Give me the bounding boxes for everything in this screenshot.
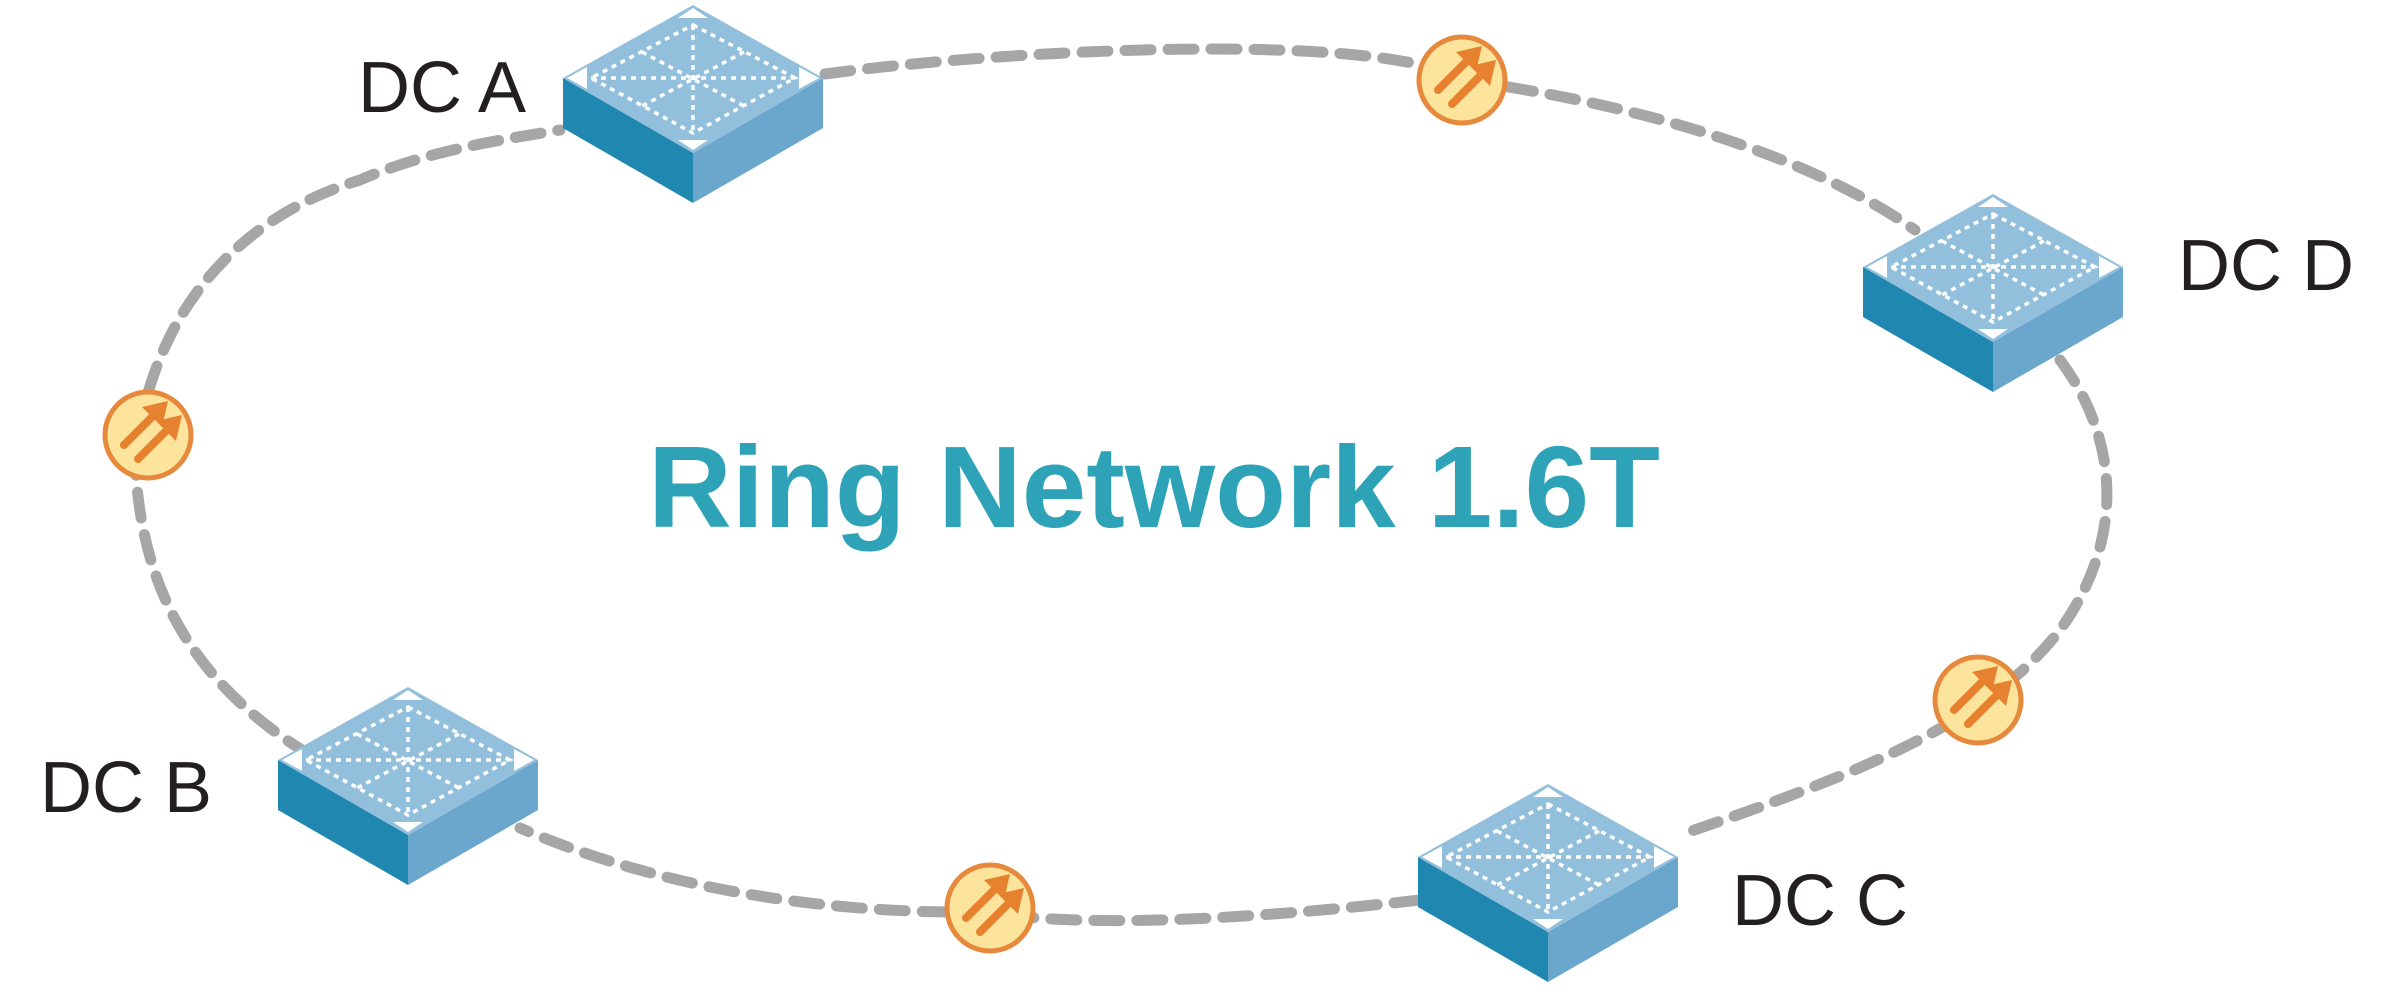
link-dc-a-dc-d: [819, 43, 1921, 236]
node-label-dc-c: DC C: [1732, 861, 1908, 941]
node-label-dc-a: DC A: [358, 48, 526, 128]
node-label-dc-d: DC D: [2178, 226, 2354, 306]
amplifier-icon: [1935, 657, 2021, 743]
link-dc-d-dc-c: [1674, 354, 2113, 841]
network-switch-icon: [561, 3, 825, 205]
network-switch-icon: [1861, 192, 2125, 394]
link-dc-b-dc-a: [129, 124, 566, 761]
network-switch-icon: [1416, 782, 1680, 984]
node-label-dc-b: DC B: [40, 748, 212, 828]
amplifier-icon: [947, 865, 1033, 951]
network-switch-icon: [276, 685, 540, 887]
amplifier-icon: [1419, 37, 1505, 123]
diagram-title: Ring Network 1.6T: [648, 422, 1660, 552]
amplifier-icon: [105, 392, 191, 478]
